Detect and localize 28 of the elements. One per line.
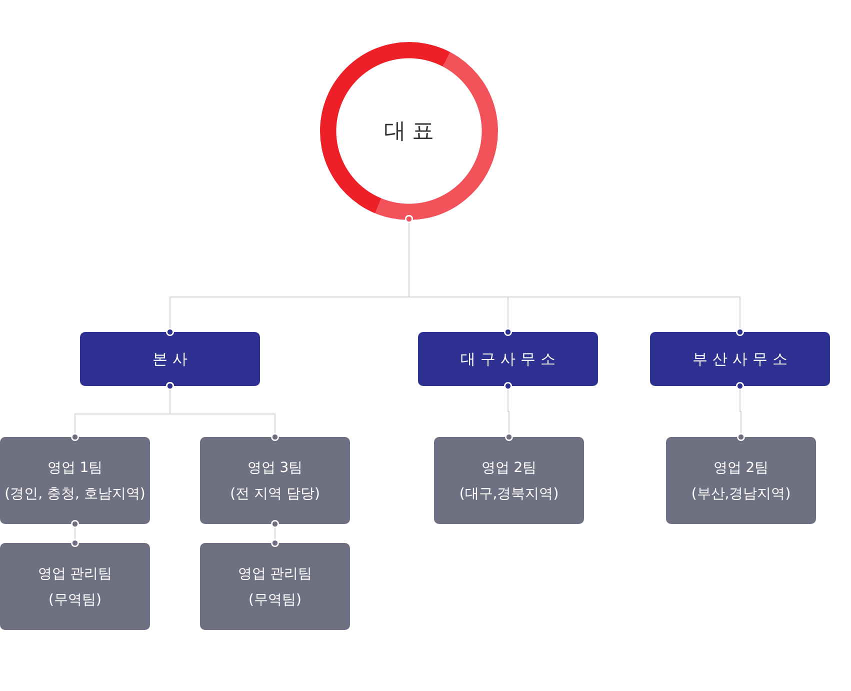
connector-line — [736, 382, 745, 441]
team-name: 영업 1팀 — [47, 458, 103, 478]
team-name: 영업 2팀 — [481, 458, 537, 478]
team-detail: (대구,경북지역) — [459, 484, 559, 504]
team-box — [200, 543, 350, 630]
team-box — [0, 437, 150, 524]
team-detail: (무역팀) — [248, 590, 302, 610]
office-box: 부산사무소 — [650, 332, 830, 386]
ring-circle: 대표 — [320, 42, 498, 220]
team-detail: (부산,경남지역) — [691, 484, 791, 504]
team-detail: (무역팀) — [48, 590, 102, 610]
team-name: 영업 3팀 — [247, 458, 303, 478]
connector-line — [405, 215, 744, 336]
team-detail: (전 지역 담당) — [230, 484, 320, 504]
office-box: 본사 — [80, 332, 260, 386]
office-box: 대구사무소 — [418, 332, 598, 386]
team-name: 영업 관리팀 — [238, 564, 312, 584]
team-name: 영업 2팀 — [713, 458, 769, 478]
connector-line — [271, 520, 279, 547]
connector-line — [166, 382, 279, 441]
team-detail: (경인, 충청, 호남지역) — [4, 484, 146, 504]
team-box — [0, 543, 150, 630]
team-box — [434, 437, 584, 524]
connector-line — [504, 382, 513, 441]
team-box — [200, 437, 350, 524]
connector-line — [71, 520, 79, 547]
team-box — [666, 437, 816, 524]
team-name: 영업 관리팀 — [38, 564, 112, 584]
